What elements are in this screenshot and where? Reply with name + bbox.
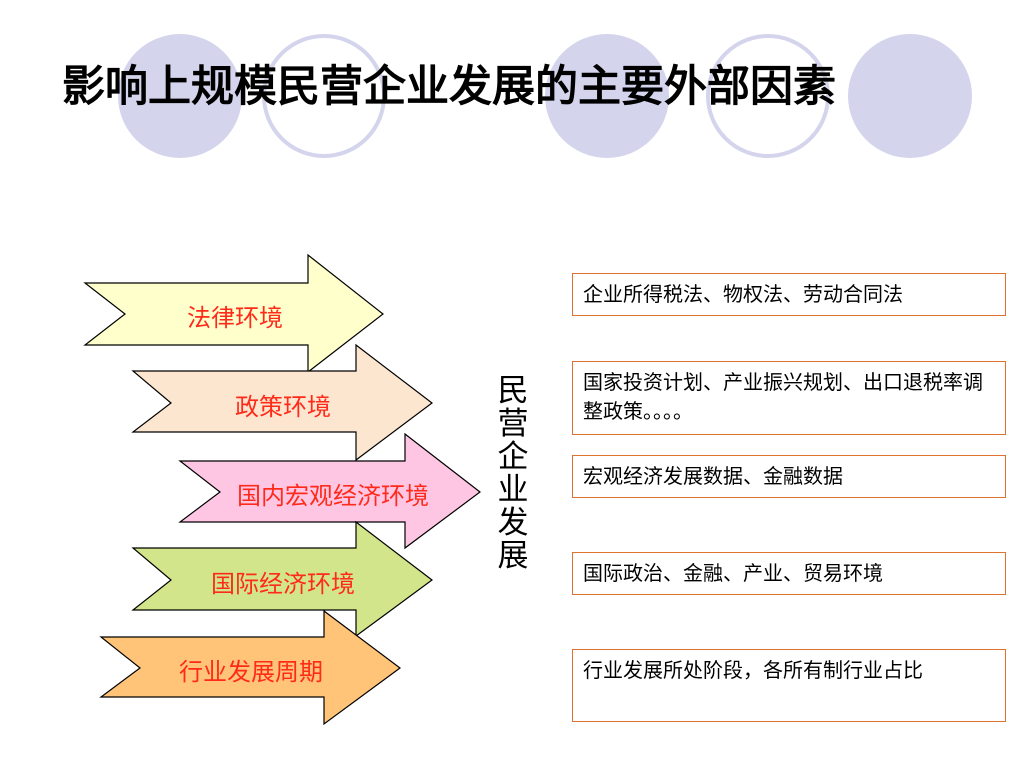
factor-label-domestic-macro: 国内宏观经济环境	[237, 482, 429, 510]
deco-circle-filled	[848, 34, 972, 158]
arrow-domestic-macro	[178, 432, 481, 550]
detail-box-industry-cycle: 行业发展所处阶段，各所有制行业占比	[572, 649, 1006, 722]
center-label-char: 营	[497, 406, 529, 442]
center-label-char: 民	[497, 373, 529, 409]
factor-label-industry-cycle: 行业发展周期	[179, 658, 323, 686]
detail-box-legal: 企业所得税法、物权法、劳动合同法	[572, 273, 1006, 316]
factor-label-legal: 法律环境	[187, 304, 283, 332]
factor-label-international: 国际经济环境	[211, 570, 355, 598]
factor-label-policy: 政策环境	[235, 393, 331, 421]
detail-box-international: 国际政治、金融、产业、贸易环境	[572, 552, 1006, 595]
deco-circle-filled	[545, 34, 669, 158]
detail-box-domestic-macro: 宏观经济发展数据、金融数据	[572, 455, 1006, 498]
decorative-circles	[118, 34, 972, 158]
center-label-char: 发	[497, 505, 529, 541]
slide-title: 影响上规模民营企业发展的主要外部因素	[62, 62, 836, 112]
arrow-industry-cycle	[99, 609, 402, 726]
deco-circle-filled	[118, 34, 242, 158]
center-label-private-enterprise-development: 民 营 企 业 发 展	[493, 375, 533, 573]
center-label-char: 业	[497, 472, 529, 508]
center-label-char: 企	[497, 439, 529, 475]
deco-circle-ring	[262, 34, 386, 158]
arrow-policy	[131, 343, 433, 462]
detail-box-policy: 国家投资计划、产业振兴规划、出口退税率调整政策。。。。	[572, 361, 1006, 435]
deco-circle-ring	[706, 34, 830, 158]
center-label-char: 展	[497, 538, 529, 574]
